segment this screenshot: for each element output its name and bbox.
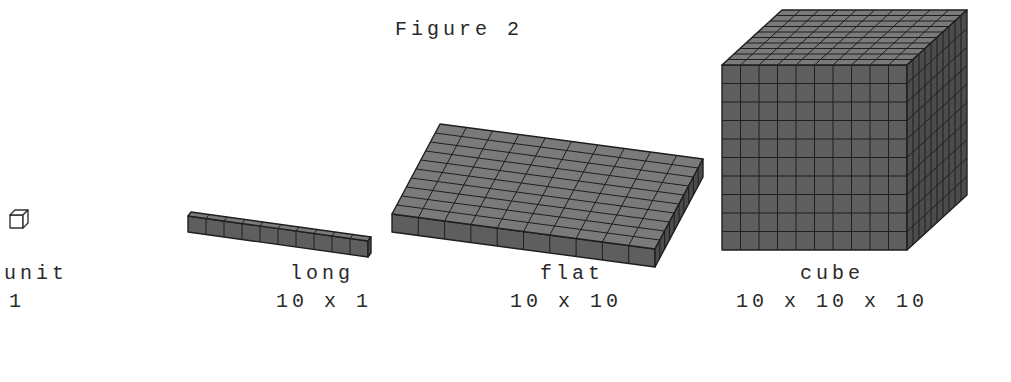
- grid-line: [350, 235, 353, 239]
- grid-line: [418, 218, 419, 236]
- grid-line: [314, 230, 317, 234]
- grid-line: [224, 217, 227, 221]
- grid-line: [435, 133, 698, 168]
- grid-line: [411, 178, 674, 213]
- block-face: [368, 237, 371, 257]
- grid-line: [278, 229, 279, 245]
- block-label: 10 x 10: [510, 290, 622, 314]
- block-face: [23, 210, 28, 228]
- block-face: [10, 215, 23, 228]
- grid-line: [722, 139, 907, 140]
- grid-line: [740, 48, 925, 49]
- block-face: [722, 65, 907, 250]
- grid-line: [770, 21, 955, 22]
- grid-line: [426, 151, 689, 186]
- figure-title: Figure 2: [395, 18, 523, 42]
- grid-line: [576, 239, 577, 257]
- grid-line: [722, 176, 907, 177]
- grid-line: [278, 225, 281, 229]
- grid-line: [416, 169, 679, 204]
- grid-line: [764, 26, 949, 27]
- grid-line: [907, 158, 967, 213]
- block-label: flat: [540, 262, 604, 286]
- grid-line: [679, 204, 680, 222]
- grid-line: [907, 103, 967, 158]
- block-label: unit: [4, 262, 68, 286]
- grid-line: [669, 222, 670, 240]
- grid-line: [314, 234, 315, 250]
- grid-line: [664, 231, 665, 249]
- grid-line: [470, 225, 471, 243]
- block-label: 10 x 10 x 10: [736, 290, 928, 314]
- grid-line: [693, 177, 694, 195]
- grid-line: [260, 226, 261, 242]
- grid-line: [224, 221, 225, 237]
- grid-line: [444, 221, 445, 239]
- grid-line: [549, 235, 550, 253]
- grid-line: [683, 195, 684, 213]
- grid-line: [332, 232, 335, 236]
- long-block: [188, 212, 371, 257]
- grid-line: [242, 224, 243, 240]
- grid-line: [421, 160, 684, 195]
- block-face: [392, 124, 703, 249]
- grid-line: [206, 219, 207, 235]
- grid-line: [907, 29, 967, 84]
- grid-line: [722, 157, 907, 158]
- block-label: cube: [800, 262, 864, 286]
- grid-line: [296, 231, 297, 247]
- grid-line: [497, 228, 498, 246]
- grid-line: [758, 32, 943, 33]
- grid-line: [722, 213, 907, 214]
- grid-line: [698, 168, 699, 186]
- grid-line: [406, 187, 669, 222]
- grid-line: [523, 232, 524, 250]
- grid-line: [722, 194, 907, 195]
- grid-line: [332, 236, 333, 252]
- grid-line: [628, 246, 629, 264]
- grid-line: [206, 215, 209, 219]
- block-label: 10 x 1: [276, 290, 372, 314]
- grid-line: [907, 66, 967, 121]
- grid-line: [674, 213, 675, 231]
- grid-line: [746, 43, 931, 44]
- grid-line: [728, 59, 913, 60]
- block-label: long: [290, 262, 354, 286]
- grid-line: [242, 220, 245, 224]
- grid-line: [602, 242, 603, 260]
- grid-line: [722, 120, 907, 121]
- grid-line: [734, 54, 919, 55]
- grid-line: [907, 47, 967, 102]
- block-label: 1: [9, 290, 25, 314]
- grid-line: [907, 84, 967, 139]
- grid-line: [402, 196, 665, 231]
- grid-line: [722, 83, 907, 84]
- grid-line: [430, 142, 693, 177]
- unit-block: [10, 210, 28, 228]
- grid-line: [776, 15, 961, 16]
- grid-line: [752, 37, 937, 38]
- cube-block: [722, 10, 967, 250]
- grid-line: [722, 231, 907, 232]
- grid-line: [907, 177, 967, 232]
- block-face: [907, 10, 967, 250]
- grid-line: [722, 102, 907, 103]
- block-face: [188, 212, 371, 241]
- flat-block: [392, 124, 703, 267]
- grid-line: [260, 222, 263, 226]
- grid-line: [397, 205, 660, 240]
- grid-line: [659, 240, 660, 258]
- grid-line: [688, 186, 689, 204]
- grid-line: [907, 140, 967, 195]
- grid-line: [350, 239, 351, 255]
- grid-line: [296, 227, 299, 231]
- grid-line: [907, 121, 967, 176]
